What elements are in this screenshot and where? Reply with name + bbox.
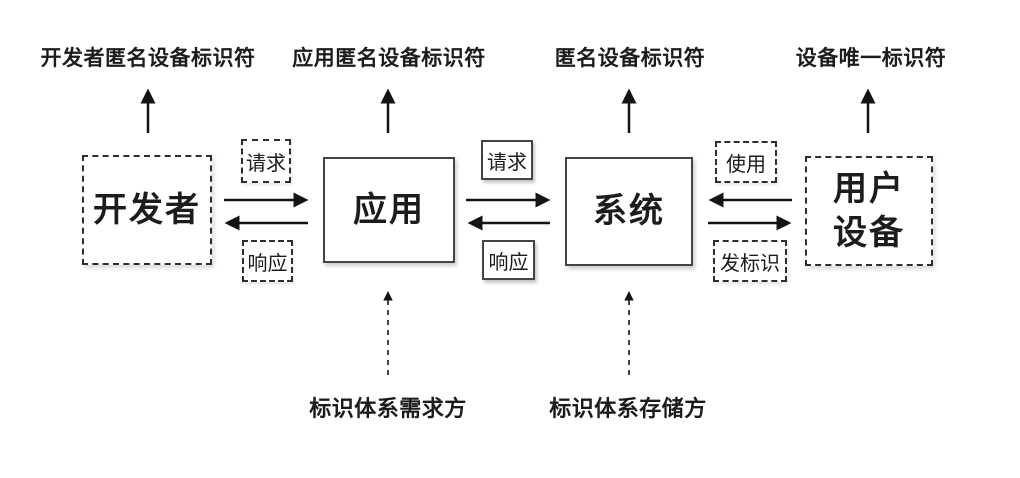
label-app-anonymous-device-id: 应用匿名设备标识符 <box>292 47 486 70</box>
node-developer: 开发者 <box>82 155 212 265</box>
node-user-device-label: 用户设备 <box>833 169 905 252</box>
label-identifier-system-demander: 标识体系需求方 <box>309 396 467 421</box>
edge-label-dev-app-request: 请求 <box>241 139 291 183</box>
node-developer-label: 开发者 <box>93 190 201 229</box>
edge-label-dev-app-response: 响应 <box>242 240 293 282</box>
label-developer-anonymous-device-id: 开发者匿名设备标识符 <box>40 47 256 70</box>
node-app: 应用 <box>323 157 455 263</box>
edge-label-app-system-response: 响应 <box>482 240 535 280</box>
label-device-unique-id: 设备唯一标识符 <box>795 47 947 70</box>
label-identifier-system-storer: 标识体系存储方 <box>549 396 707 421</box>
node-user-device: 用户设备 <box>805 156 933 266</box>
label-anonymous-device-id: 匿名设备标识符 <box>554 47 706 70</box>
edge-label-system-device-use: 使用 <box>715 141 777 183</box>
node-system: 系统 <box>565 157 693 266</box>
edge-label-app-system-request: 请求 <box>481 140 533 180</box>
node-app-label: 应用 <box>353 190 425 229</box>
edge-label-system-device-issue-id: 发标识 <box>713 240 787 282</box>
node-system-label: 系统 <box>593 192 665 231</box>
